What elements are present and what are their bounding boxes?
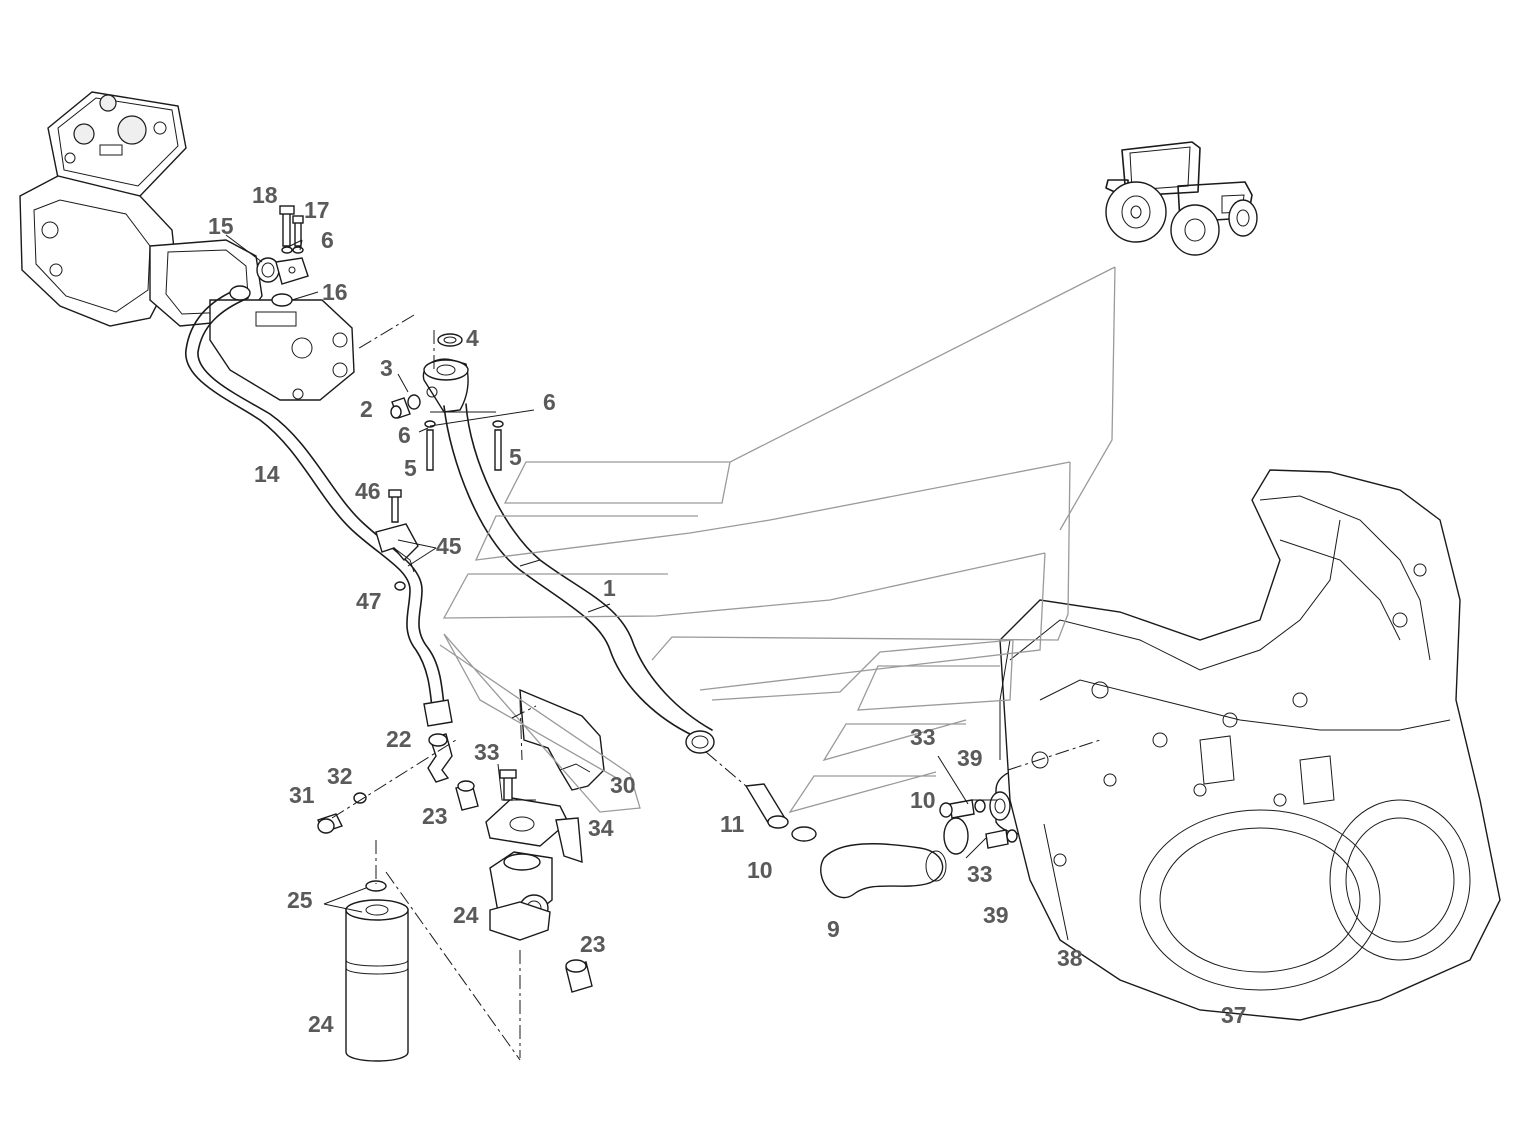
callout-18: 18 [252, 182, 278, 208]
callout-9: 9 [827, 916, 840, 942]
callout-25: 25 [287, 887, 313, 913]
callout-31: 31 [289, 782, 315, 808]
callout-47: 47 [356, 588, 382, 614]
pipe-14 [185, 285, 453, 727]
callout-37: 37 [1221, 1002, 1247, 1028]
callout-1: 1 [603, 575, 616, 601]
callout-2: 2 [360, 396, 373, 422]
center-lines [331, 314, 1101, 1061]
callout-23b: 23 [580, 931, 606, 957]
guide-lines [439, 266, 1116, 814]
breather-hose [744, 783, 969, 899]
callout-30: 30 [610, 772, 636, 798]
callout-10a: 10 [747, 857, 773, 883]
tractor-icon [1105, 141, 1258, 256]
callout-17: 17 [304, 197, 330, 223]
callout-14: 14 [254, 461, 280, 487]
callout-32: 32 [327, 763, 353, 789]
callout-3: 3 [380, 355, 393, 381]
pipe-1 [422, 358, 715, 754]
callout-4: 4 [466, 325, 479, 351]
callout-6b: 6 [398, 422, 411, 448]
filter-bracket [485, 688, 605, 864]
callout-33a: 33 [474, 739, 500, 765]
callout-38: 38 [1057, 945, 1083, 971]
callout-16: 16 [322, 279, 348, 305]
callout-39b: 39 [983, 902, 1009, 928]
callout-5b: 5 [509, 444, 522, 470]
callout-24a: 24 [453, 902, 479, 928]
callout-39a: 39 [957, 745, 983, 771]
oil-filter [345, 851, 593, 1062]
callout-5a: 5 [404, 455, 417, 481]
callout-22: 22 [386, 726, 412, 752]
callout-6c: 6 [543, 389, 556, 415]
callout-15: 15 [208, 213, 234, 239]
callout-33c: 33 [967, 861, 993, 887]
callout-labels: 1 2 3 4 5 5 6 6 6 9 10 10 11 14 15 16 17… [208, 182, 1247, 1037]
air-compressor [19, 91, 355, 401]
callout-6a: 6 [321, 227, 334, 253]
transmission-housing [999, 469, 1501, 1021]
callout-23a: 23 [422, 803, 448, 829]
leader-lines [225, 234, 1069, 941]
callout-45: 45 [436, 533, 462, 559]
fasteners-pipe-1 [390, 333, 504, 471]
callout-34: 34 [588, 815, 614, 841]
callout-33b: 33 [910, 724, 936, 750]
callout-24b: 24 [308, 1011, 334, 1037]
bracket-45 [375, 489, 419, 591]
callout-10b: 10 [910, 787, 936, 813]
pressure-fitting [256, 205, 309, 307]
callout-46: 46 [355, 478, 381, 504]
callout-11: 11 [720, 811, 745, 837]
